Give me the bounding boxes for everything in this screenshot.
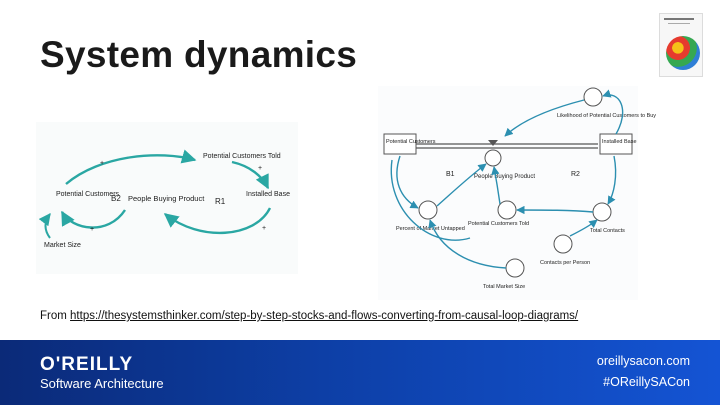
- sfd-aux-total-market-label: Total Market Size: [483, 284, 525, 290]
- sfd-aux-percent-untapped-circle: [418, 200, 438, 220]
- sfd-flow-rate-circle: [484, 149, 502, 167]
- sfd-link-stock-percent: [396, 155, 419, 209]
- sfd-aux-contacts-per-person-circle: [553, 234, 573, 254]
- sfd-aux-total-market-circle: [505, 258, 525, 278]
- sfd-aux-customers-told-label: Potential Customers Told: [468, 221, 529, 227]
- sfd-link-likelihood-flow: [504, 99, 585, 137]
- book-cover-thumbnail: [659, 13, 703, 77]
- sfd-link-perperson-contacts: [569, 219, 598, 237]
- sfd-flow-label: People Buying Product: [474, 174, 535, 180]
- sfd-aux-total-contacts-circle: [592, 202, 612, 222]
- cld-arrow-top-left: [65, 149, 197, 185]
- sfd-link-percent-flow: [436, 163, 487, 207]
- cld-polarity-3: +: [262, 225, 266, 232]
- slide-title: System dynamics: [40, 34, 358, 75]
- footer-bar: O'REILLY Software Architecture oreillysa…: [0, 340, 720, 405]
- sfd-link-base-contacts: [607, 155, 617, 205]
- causal-loop-background: [36, 122, 298, 274]
- source-link[interactable]: https://thesystemsthinker.com/step-by-st…: [70, 310, 579, 322]
- sfd-link-contacts-told: [516, 205, 594, 215]
- sfd-link-market-percent: [428, 219, 507, 269]
- sfd-stock-potential-customers-label: Potential Customers: [386, 139, 436, 145]
- cld-node-people-buying-product: People Buying Product: [128, 194, 205, 203]
- cld-loop-b2: B2: [111, 194, 121, 203]
- sfd-aux-percent-untapped-label: Percent of Market Untapped: [396, 226, 465, 232]
- cld-arrow-bottom-left: [60, 209, 127, 229]
- sfd-stock-installed-base-label: Installed Base: [602, 139, 637, 145]
- cld-node-installed-base: Installed Base: [246, 191, 290, 198]
- cld-node-potential-customers-told: Potential Customers Told: [203, 153, 281, 160]
- cld-polarity-4: +: [90, 226, 94, 233]
- cld-arrow-bottom-right: [163, 207, 272, 234]
- sfd-aux-likelihood-label: Likelihood of Potential Customers to Buy: [557, 113, 656, 119]
- sfd-loop-r2: R2: [571, 171, 580, 178]
- cld-polarity-2: +: [258, 165, 262, 172]
- source-citation: From https://thesystemsthinker.com/step-…: [40, 310, 578, 322]
- causal-loop-diagram: Potential Customers Told Potential Custo…: [36, 122, 298, 274]
- cld-node-potential-customers: Potential Customers: [56, 191, 120, 198]
- oreilly-logo: O'REILLY: [40, 354, 134, 375]
- sfd-link-base-likelihood: [602, 89, 624, 135]
- sfd-aux-contacts-per-person-label: Contacts per Person: [540, 260, 590, 266]
- sfd-link-outer-left: [390, 159, 471, 241]
- sfd-aux-customers-told-circle: [497, 200, 517, 220]
- cld-node-market-size: Market Size: [44, 242, 81, 249]
- cld-loop-r1: R1: [215, 197, 226, 206]
- cld-arrow-top-right: [231, 160, 270, 190]
- cld-arrow-market-size: [38, 213, 51, 239]
- conference-name: Software Architecture: [40, 376, 164, 391]
- source-prefix: From: [40, 310, 71, 322]
- sfd-aux-likelihood-circle: [583, 87, 603, 107]
- stock-flow-diagram: Potential Customers Installed Base Peopl…: [383, 87, 657, 290]
- sfd-aux-total-contacts-label: Total Contacts: [590, 228, 625, 234]
- sfd-flow-valve: [488, 140, 498, 146]
- conference-url: oreillysacon.com: [596, 354, 690, 368]
- sfd-link-told-flow: [491, 166, 501, 205]
- cld-polarity-1: +: [100, 160, 104, 167]
- conference-hashtag: #OReillySACon: [603, 375, 690, 389]
- sfd-loop-b1: B1: [446, 171, 455, 178]
